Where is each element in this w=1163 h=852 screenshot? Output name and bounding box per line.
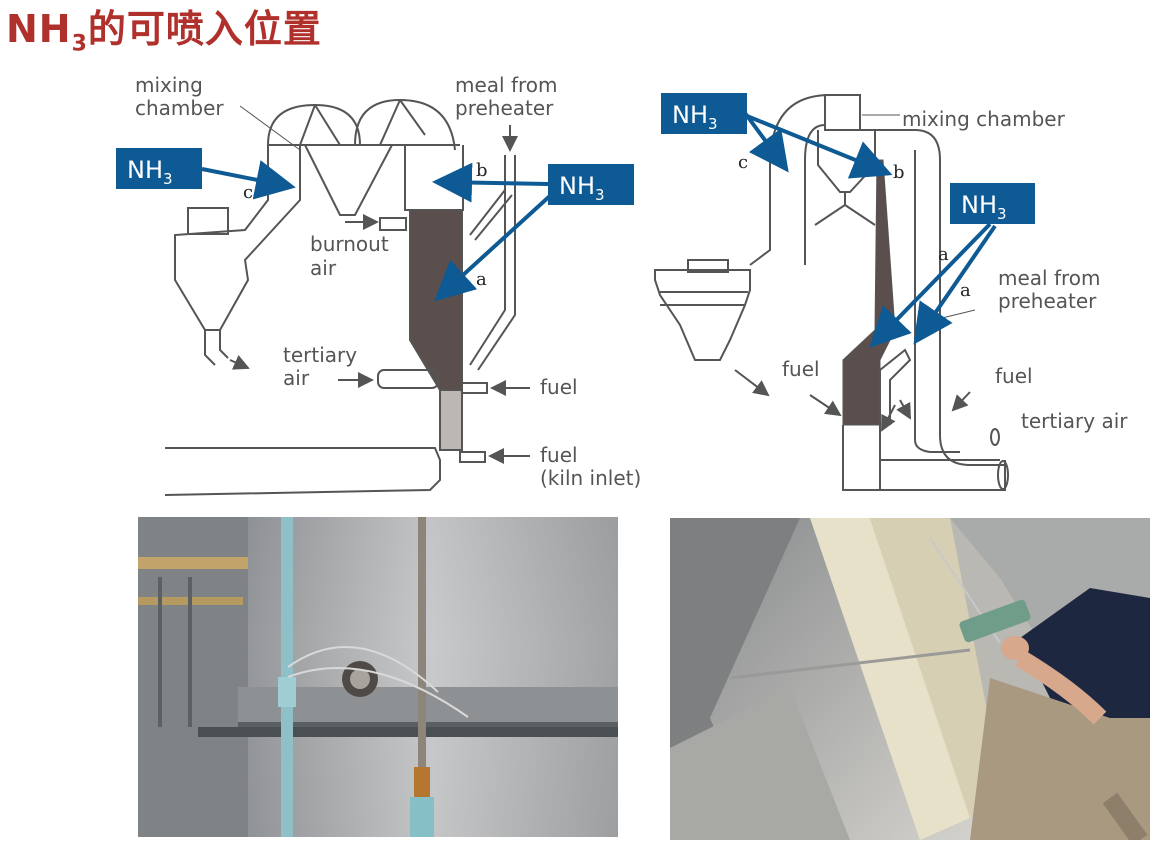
svg-text:NH3: NH3 [961, 191, 1007, 223]
right-nh3-tag-1: NH3 [661, 93, 747, 134]
left-calciner-diagram [164, 98, 530, 496]
svg-text:NH3: NH3 [127, 156, 173, 188]
right-fuel-left-label: fuel [782, 357, 820, 381]
left-point-c: c [243, 182, 253, 203]
right-meal-label-1: meal from [998, 266, 1101, 290]
left-arrow-b [432, 162, 549, 203]
left-point-a: a [476, 269, 487, 290]
right-arrow-c [743, 111, 789, 173]
left-fuel-kiln-label-2: (kiln inlet) [540, 466, 641, 490]
right-arrow-a1 [869, 222, 992, 348]
right-point-c: c [738, 152, 748, 173]
right-arrow-b [746, 114, 893, 179]
right-meal-label-2: preheater [998, 289, 1097, 313]
right-mixing-chamber-label: mixing chamber [902, 107, 1066, 131]
svg-text:NH3: NH3 [559, 172, 605, 204]
right-arrow-a2 [913, 224, 997, 345]
right-point-a1: a [938, 244, 949, 265]
left-nh3-tag-1: NH3 [116, 148, 202, 189]
left-mixing-chamber-label-1: mixing [135, 73, 203, 97]
page-title: NH3的可喷入位置 [6, 7, 322, 57]
left-nh3-tag-2: NH3 [548, 164, 634, 205]
left-meal-label-2: preheater [455, 96, 554, 120]
right-calciner-diagram [654, 94, 1009, 491]
right-tertiary-label: tertiary air [1021, 409, 1128, 433]
left-tertiary-label-1: tertiary [283, 343, 357, 367]
photo-injection-piping [138, 517, 618, 837]
svg-text:NH3: NH3 [672, 101, 718, 133]
right-point-a2: a [960, 280, 971, 301]
left-tertiary-label-2: air [283, 366, 310, 390]
right-fuel-right-label: fuel [995, 364, 1033, 388]
left-fuel-label: fuel [540, 375, 578, 399]
left-fuel-kiln-label-1: fuel [540, 443, 578, 467]
left-point-b: b [476, 160, 488, 181]
left-burnout-label-2: air [310, 256, 337, 280]
left-burnout-label-1: burnout [310, 232, 389, 256]
right-point-b: b [893, 162, 905, 183]
photo-worker-injecting [670, 518, 1150, 840]
left-arrow-c [201, 160, 296, 200]
left-meal-label-1: meal from [455, 73, 558, 97]
left-arrow-a [434, 192, 554, 302]
left-mixing-chamber-label-2: chamber [135, 96, 224, 120]
right-nh3-tag-2: NH3 [950, 183, 1035, 224]
